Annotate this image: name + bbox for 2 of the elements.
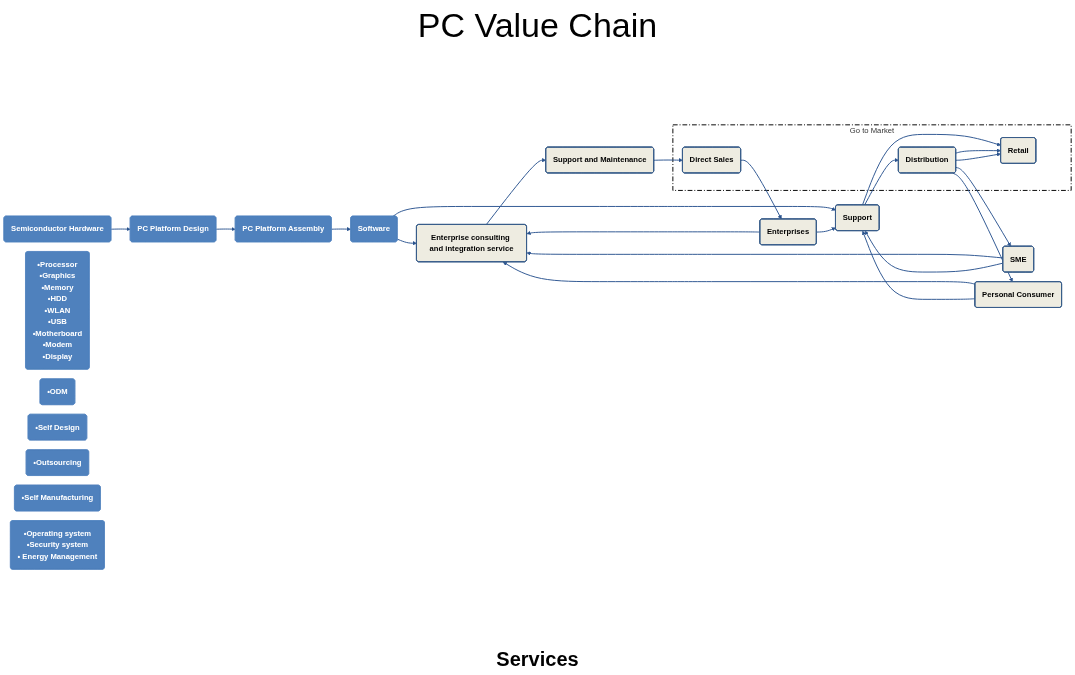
diagram-title: PC Value Chain [417, 6, 658, 45]
section-label: Services [496, 648, 579, 670]
